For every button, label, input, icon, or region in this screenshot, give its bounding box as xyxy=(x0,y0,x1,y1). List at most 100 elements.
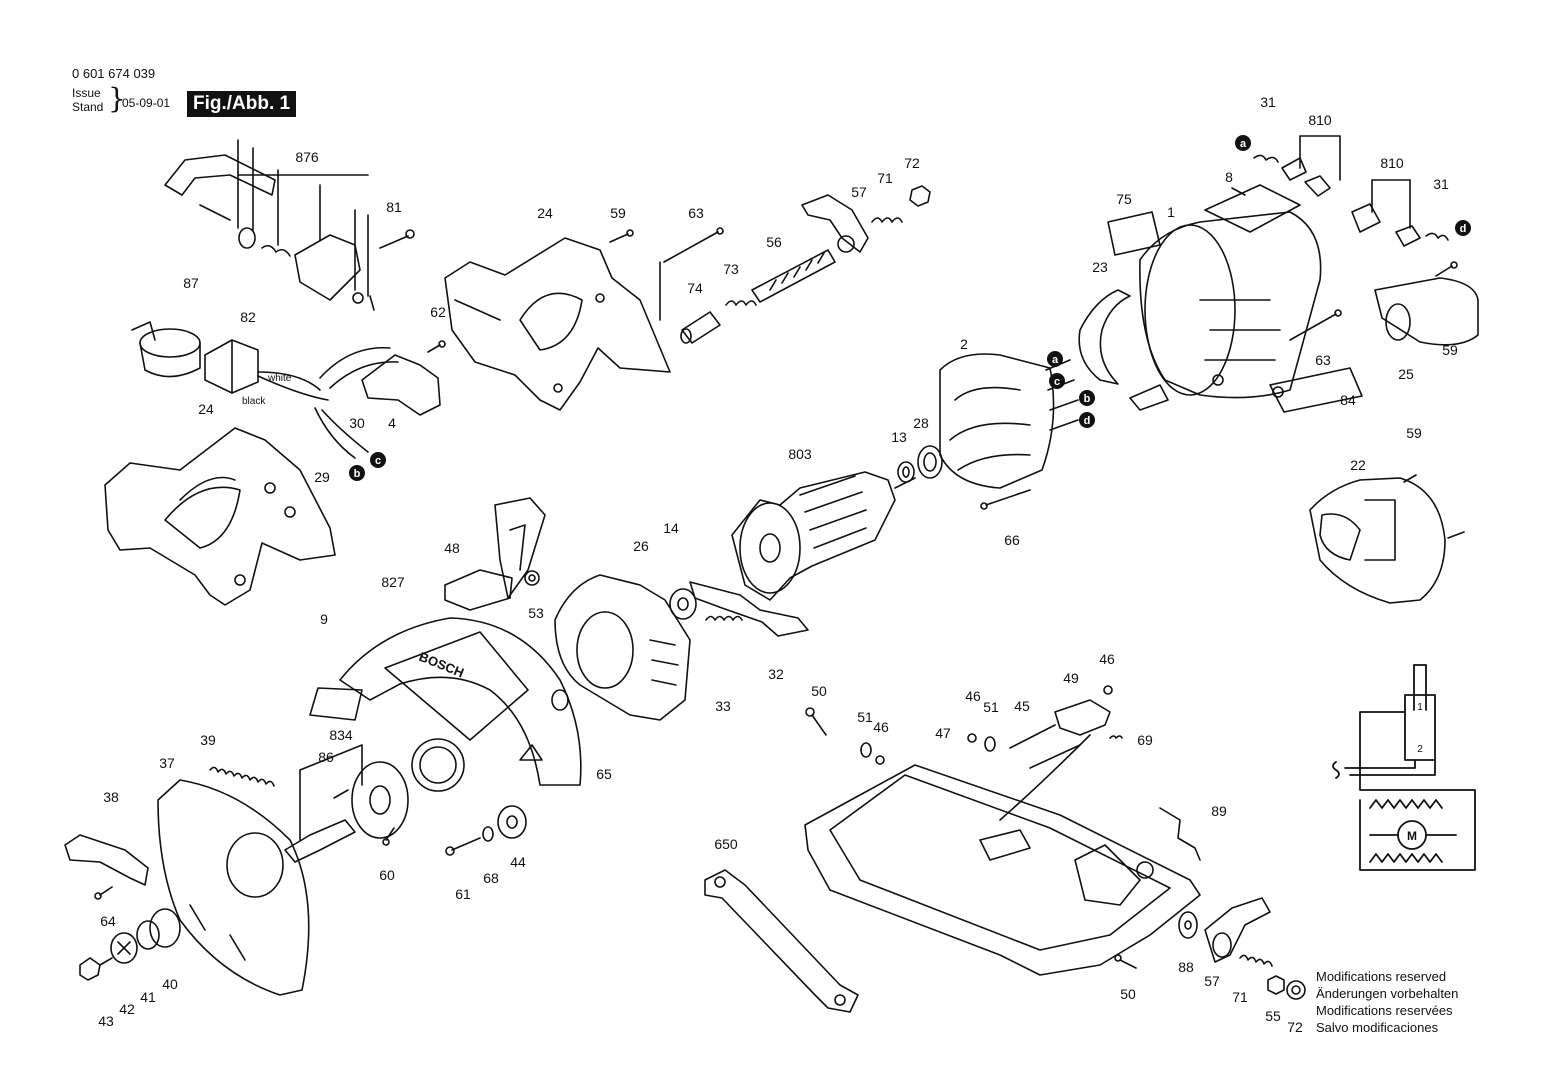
washer-88 xyxy=(1178,911,1198,939)
part-label-88: 88 xyxy=(1178,959,1194,975)
part-label-23: 23 xyxy=(1092,259,1108,275)
part-label-51-base: 51 xyxy=(857,709,873,725)
insulation-sheet-8 xyxy=(1204,184,1301,233)
part-label-46-base: 46 xyxy=(873,719,889,735)
brush-holders-810 xyxy=(1253,135,1449,247)
wrench-650 xyxy=(704,869,859,1013)
spindle-834 xyxy=(284,738,465,863)
screw-59-right xyxy=(1435,261,1458,277)
rod-63 xyxy=(659,227,724,321)
part-label-31-top: 31 xyxy=(1260,94,1276,110)
part-label-50-bottom: 50 xyxy=(1120,986,1136,1002)
washer-42 xyxy=(110,932,138,964)
part-label-55: 55 xyxy=(1265,1008,1281,1024)
part-label-81: 81 xyxy=(386,199,402,215)
part-label-56: 56 xyxy=(766,234,782,250)
part-label-26: 26 xyxy=(633,538,649,554)
part-label-28: 28 xyxy=(913,415,929,431)
part-label-62: 62 xyxy=(430,304,446,320)
part-label-810-right: 810 xyxy=(1380,155,1404,171)
connector-callouts: a d a c b d c b xyxy=(349,135,1471,481)
figure-label: Fig./Abb. 1 xyxy=(187,91,297,117)
part-label-59-top: 59 xyxy=(610,205,626,221)
nut-46-mid xyxy=(967,733,977,743)
part-label-59-cover: 59 xyxy=(1406,425,1422,441)
part-label-39: 39 xyxy=(200,732,216,748)
sleeve-74 xyxy=(680,311,721,344)
part-label-25: 25 xyxy=(1398,366,1414,382)
base-plate-47 xyxy=(804,764,1201,976)
part-label-61: 61 xyxy=(455,886,471,902)
part-label-834: 834 xyxy=(329,727,353,743)
spacer-65 xyxy=(551,689,569,711)
part-label-33: 33 xyxy=(715,698,731,714)
part-label-650: 650 xyxy=(714,836,738,852)
lever-38 xyxy=(64,834,149,886)
baffle-23 xyxy=(1078,289,1169,411)
part-label-63-top: 63 xyxy=(688,205,704,221)
part-label-32: 32 xyxy=(768,666,784,682)
flange-44 xyxy=(497,805,527,839)
part-label-810-left: 810 xyxy=(1308,112,1332,128)
spring-69 xyxy=(1109,735,1123,739)
part-label-1: 1 xyxy=(1167,204,1175,220)
part-label-57-bottom: 57 xyxy=(1204,973,1220,989)
spindle-lock-56 xyxy=(751,235,855,303)
part-label-46-top: 46 xyxy=(1099,651,1115,667)
modifications-line-en: Modifications reserved xyxy=(1316,969,1447,984)
part-label-30: 30 xyxy=(349,415,365,431)
washer-68 xyxy=(482,826,494,842)
part-label-8: 8 xyxy=(1225,169,1233,185)
washer-51-mid xyxy=(984,736,996,752)
part-label-87: 87 xyxy=(183,275,199,291)
part-label-42: 42 xyxy=(119,1001,135,1017)
ring-40 xyxy=(149,908,181,948)
wiring-schematic xyxy=(1332,664,1476,871)
part-label-13: 13 xyxy=(891,429,907,445)
spring-71-top xyxy=(871,217,903,223)
rod-63-right xyxy=(1289,309,1342,341)
issue-date: 05-09-01 xyxy=(122,96,171,110)
schematic-terminal-1: 1 xyxy=(1417,702,1423,713)
part-label-48: 48 xyxy=(444,540,460,556)
connector-a-brush: a xyxy=(1240,138,1247,150)
wire-label-white: white xyxy=(267,373,292,384)
lever-57-top xyxy=(801,194,869,253)
washer-41 xyxy=(136,920,160,950)
part-label-803: 803 xyxy=(788,446,812,462)
part-label-89: 89 xyxy=(1211,803,1227,819)
modifications-notice: Modifications reserved Änderungen vorbeh… xyxy=(1316,968,1458,1036)
screw-61 xyxy=(445,837,481,856)
strain-relief-87 xyxy=(131,321,201,378)
spring-71-bottom xyxy=(1239,954,1273,967)
bearing-14 xyxy=(669,588,697,620)
part-label-69: 69 xyxy=(1137,732,1153,748)
part-label-40: 40 xyxy=(162,976,178,992)
document-number: 0 601 674 039 xyxy=(72,66,156,81)
armature-803 xyxy=(731,471,916,601)
part-label-86: 86 xyxy=(318,749,334,765)
nut-72-bottom xyxy=(1286,980,1306,1000)
spring-73 xyxy=(725,300,757,306)
connector-d-field: d xyxy=(1084,415,1091,427)
connector-c-wire: c xyxy=(375,455,381,467)
part-label-49: 49 xyxy=(1063,670,1079,686)
screw-60 xyxy=(382,827,395,846)
label-75 xyxy=(1107,211,1161,256)
part-label-41: 41 xyxy=(140,989,156,1005)
part-label-9: 9 xyxy=(320,611,328,627)
part-label-84: 84 xyxy=(1340,392,1356,408)
connector-c-field: c xyxy=(1054,376,1060,388)
schematic-motor-label: M xyxy=(1407,829,1417,843)
part-label-60: 60 xyxy=(379,867,395,883)
part-label-31-right: 31 xyxy=(1433,176,1449,192)
brand-marking: BOSCH xyxy=(417,649,466,680)
bracket-49 xyxy=(999,699,1111,821)
part-label-57-top: 57 xyxy=(851,184,867,200)
part-label-24-upper: 24 xyxy=(537,205,553,221)
connector-d-brush: d xyxy=(1460,223,1467,235)
switch-4 xyxy=(314,346,441,459)
part-label-66: 66 xyxy=(1004,532,1020,548)
part-label-22: 22 xyxy=(1350,457,1366,473)
